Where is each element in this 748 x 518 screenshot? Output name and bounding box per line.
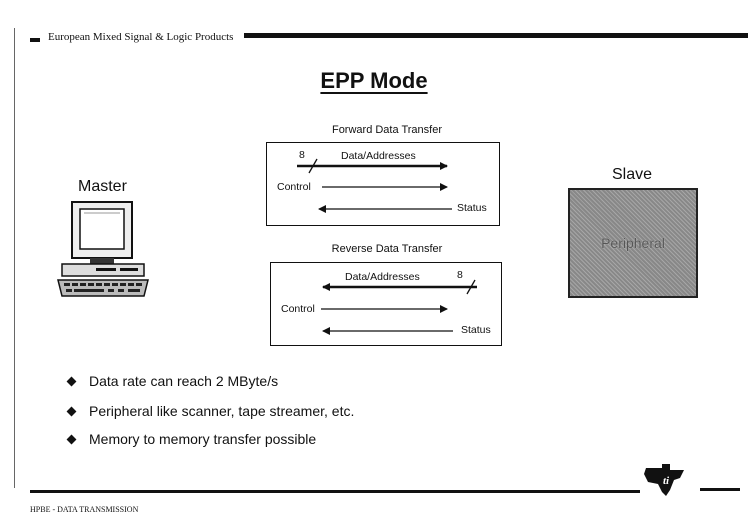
reverse-control-label: Control <box>281 303 315 315</box>
header-company: European Mixed Signal & Logic Products <box>48 31 234 43</box>
footer-rule-right <box>700 488 740 491</box>
forward-transfer-box: 8 Data/Addresses Control Status <box>266 142 500 226</box>
title-text: EPP Mode <box>320 68 428 93</box>
reverse-transfer-box: Data/Addresses 8 Control Status <box>270 262 502 346</box>
forward-bus-width: 8 <box>299 149 305 161</box>
footer-rule <box>30 490 640 493</box>
reverse-transfer-label: Reverse Data Transfer <box>331 243 443 255</box>
bullet-diamond-icon <box>66 434 77 444</box>
header-rule <box>244 33 748 38</box>
left-border-line <box>14 28 15 488</box>
forward-transfer-label: Forward Data Transfer <box>331 124 443 136</box>
master-label: Master <box>78 178 127 195</box>
peripheral-box: Peripheral <box>568 188 698 298</box>
bullet-text: Data rate can reach 2 MByte/s <box>89 373 279 389</box>
bullet-item: Data rate can reach 2 MByte/s <box>66 373 279 389</box>
forward-arrows <box>297 158 452 213</box>
bullet-diamond-icon <box>66 406 77 416</box>
forward-bus-slash <box>308 158 318 174</box>
reverse-bus-width: 8 <box>457 269 463 281</box>
page-title: EPP Mode <box>0 68 748 94</box>
reverse-arrows <box>321 279 477 335</box>
bullet-item: Peripheral like scanner, tape streamer, … <box>66 403 355 419</box>
reverse-bus-slash <box>466 279 476 295</box>
bullet-item: Memory to memory transfer possible <box>66 431 317 447</box>
footer-text: HPBE - DATA TRANSMISSION <box>30 505 139 514</box>
svg-text:ti: ti <box>663 475 670 487</box>
reverse-status-label: Status <box>461 324 491 336</box>
peripheral-label: Peripheral <box>601 235 665 251</box>
header-bullet <box>30 38 40 42</box>
forward-control-label: Control <box>277 181 311 193</box>
reverse-data-label: Data/Addresses <box>345 271 420 283</box>
bullet-diamond-icon <box>66 376 77 386</box>
ti-logo-icon: ti <box>644 464 684 496</box>
forward-data-label: Data/Addresses <box>341 150 416 162</box>
bullet-text: Memory to memory transfer possible <box>89 431 317 447</box>
forward-status-label: Status <box>457 202 487 214</box>
bullet-text: Peripheral like scanner, tape streamer, … <box>89 403 355 419</box>
computer-icon <box>57 201 149 297</box>
slave-label: Slave <box>612 166 653 183</box>
